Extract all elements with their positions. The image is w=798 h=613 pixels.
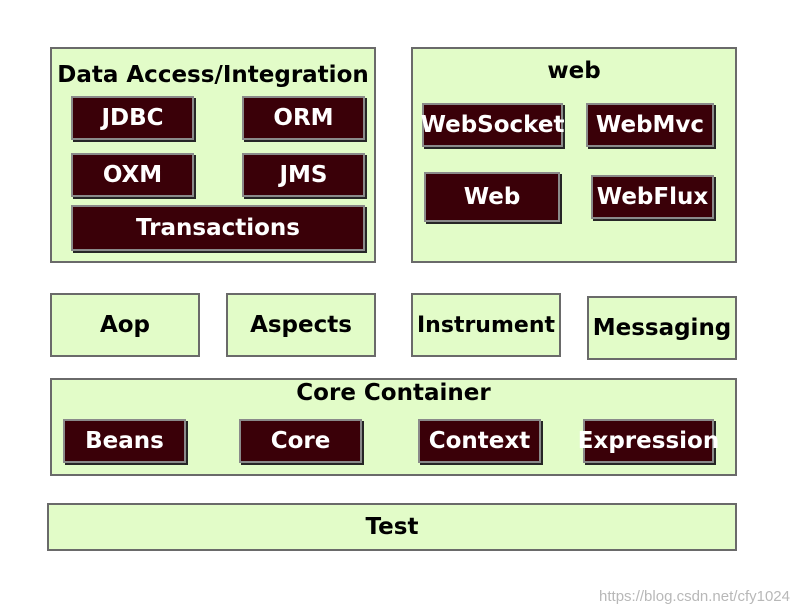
aspects-label: Aspects <box>250 312 352 338</box>
jms-module: JMS <box>242 153 365 197</box>
test-box: Test <box>47 503 737 551</box>
orm-module: ORM <box>242 96 365 140</box>
data-access-integration-title: Data Access/Integration <box>57 62 369 88</box>
web-module: Web <box>424 172 560 222</box>
messaging-label: Messaging <box>592 315 732 341</box>
aspects-box: Aspects <box>226 293 376 357</box>
expression-module: Expression <box>578 419 719 463</box>
web-panel: web <box>411 47 737 263</box>
jdbc-module: JDBC <box>71 96 194 140</box>
aop-box: Aop <box>50 293 200 357</box>
aop-label: Aop <box>99 312 151 338</box>
context-module: Context <box>418 419 541 463</box>
instrument-label: Instrument <box>417 312 555 338</box>
transactions-module: Transactions <box>71 205 365 251</box>
websocket-module: WebSocket <box>421 103 564 147</box>
web-title: web <box>547 58 601 84</box>
core-module: Core <box>239 419 362 463</box>
core-container-title: Core Container <box>296 380 491 406</box>
watermark: https://blog.csdn.net/cfy1024 <box>599 588 790 605</box>
oxm-module: OXM <box>71 153 194 197</box>
instrument-box: Instrument <box>411 293 561 357</box>
beans-module: Beans <box>63 419 186 463</box>
messaging-box: Messaging <box>587 296 737 360</box>
test-label: Test <box>365 514 419 540</box>
webflux-module: WebFlux <box>591 175 714 219</box>
webmvc-module: WebMvc <box>586 103 714 147</box>
